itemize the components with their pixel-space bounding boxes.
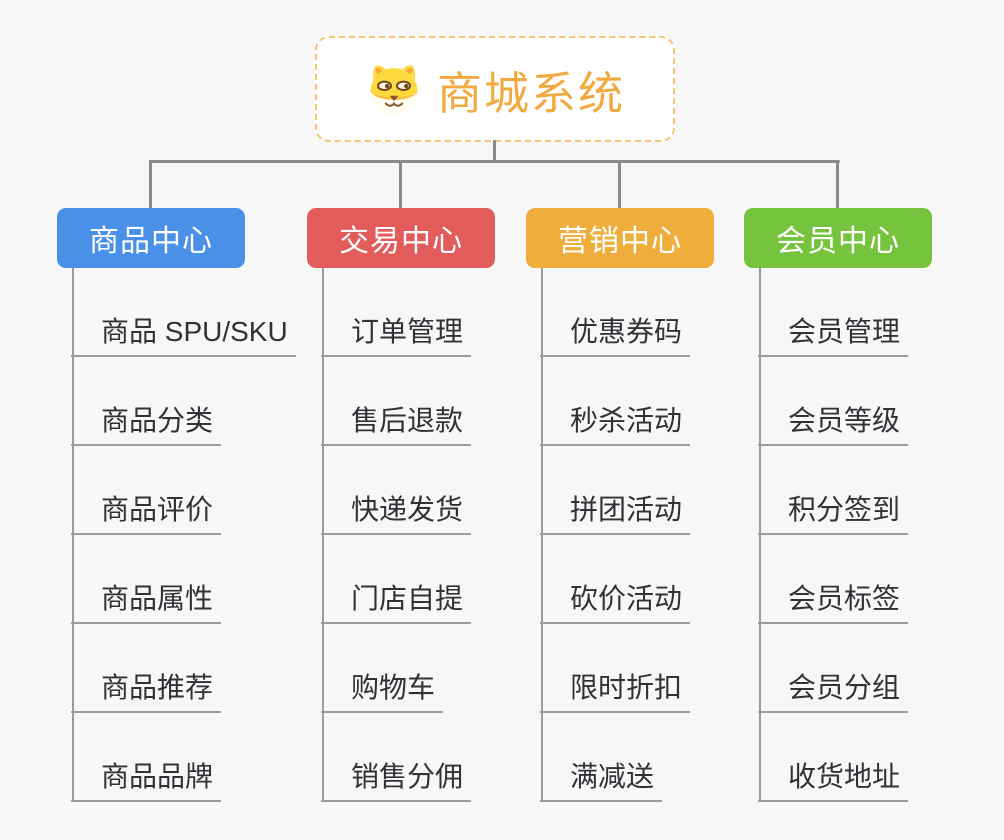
branch-drop-connector <box>836 160 839 209</box>
mindmap-item[interactable]: 秒杀活动 <box>540 398 691 446</box>
mindmap-item[interactable]: 砍价活动 <box>540 576 691 624</box>
mindmap-item[interactable]: 收货地址 <box>758 754 909 802</box>
branch-drop-connector <box>618 160 621 209</box>
mindmap-item[interactable]: 门店自提 <box>321 576 472 624</box>
root-stem-connector <box>493 140 496 163</box>
mindmap-item[interactable]: 商品评价 <box>71 487 222 535</box>
mindmap-item[interactable]: 满减送 <box>540 754 663 802</box>
mindmap-item[interactable]: 限时折扣 <box>540 665 691 713</box>
branch-column: 商品中心 商品 SPU/SKU 商品分类商品评价商品属性商品推荐商品品牌 <box>57 160 297 840</box>
mindmap-item[interactable]: 商品分类 <box>71 398 222 446</box>
branch-drop-connector <box>149 160 152 209</box>
branch-header[interactable]: 营销中心 <box>526 208 714 268</box>
mindmap-item[interactable]: 商品 SPU/SKU <box>71 309 296 357</box>
branch-header[interactable]: 商品中心 <box>57 208 245 268</box>
branch-header-label: 交易中心 <box>339 225 463 258</box>
dog-icon <box>370 65 418 116</box>
mindmap-item[interactable]: 会员等级 <box>758 398 909 446</box>
branch-column: 会员中心 会员管理会员等级积分签到会员标签会员分组收货地址 <box>744 160 984 840</box>
mindmap-item[interactable]: 销售分佣 <box>321 754 472 802</box>
mindmap-item[interactable]: 会员标签 <box>758 576 909 624</box>
mindmap-item[interactable]: 商品属性 <box>71 576 222 624</box>
mindmap-item[interactable]: 会员管理 <box>758 309 909 357</box>
mindmap-item[interactable]: 优惠券码 <box>540 309 691 357</box>
branch-header-label: 会员中心 <box>776 225 900 258</box>
mindmap-item[interactable]: 拼团活动 <box>540 487 691 535</box>
root-topic[interactable]: 商城系统 <box>315 36 675 142</box>
mindmap-item[interactable]: 售后退款 <box>321 398 472 446</box>
root-topic-title: 商城系统 <box>436 67 625 119</box>
mindmap-item[interactable]: 积分签到 <box>758 487 909 535</box>
mindmap-item[interactable]: 商品推荐 <box>71 665 222 713</box>
horizontal-connector <box>149 160 840 163</box>
branch-column: 营销中心 优惠券码秒杀活动拼团活动砍价活动限时折扣满减送 <box>526 160 766 840</box>
mindmap-item[interactable]: 快递发货 <box>321 487 472 535</box>
mindmap-item[interactable]: 订单管理 <box>321 309 472 357</box>
mindmap-item[interactable]: 购物车 <box>321 665 444 713</box>
branch-header[interactable]: 交易中心 <box>307 208 495 268</box>
mindmap-item[interactable]: 商品品牌 <box>71 754 222 802</box>
branch-header[interactable]: 会员中心 <box>744 208 932 268</box>
branch-column: 交易中心 订单管理售后退款快递发货门店自提购物车销售分佣 <box>307 160 547 840</box>
branch-header-label: 商品中心 <box>89 225 213 258</box>
branch-drop-connector <box>399 160 402 209</box>
mindmap-item[interactable]: 会员分组 <box>758 665 909 713</box>
branch-header-label: 营销中心 <box>558 225 682 258</box>
